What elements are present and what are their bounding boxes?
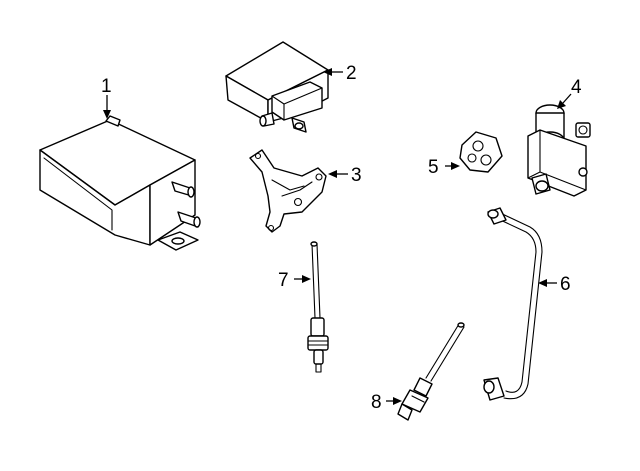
part-8-oxygen-sensor — [397, 322, 465, 421]
part-3-bracket — [249, 149, 327, 233]
part-4-egr-valve — [527, 104, 591, 197]
callout-7: 7 — [278, 270, 289, 291]
part-1-charcoal-canister — [39, 115, 201, 251]
callout-8: 8 — [371, 392, 382, 413]
part-7-oxygen-sensor — [307, 241, 329, 373]
callout-5: 5 — [428, 157, 439, 178]
callout-leaders — [103, 68, 572, 405]
callout-6: 6 — [560, 274, 571, 295]
callout-3: 3 — [351, 165, 362, 186]
callout-numbers: 1 2 3 4 5 6 7 8 — [101, 63, 582, 413]
callout-2: 2 — [346, 63, 357, 84]
part-6-egr-tube — [483, 207, 543, 401]
callout-1: 1 — [101, 76, 112, 97]
part-2-control-module — [225, 41, 329, 133]
part-5-gasket — [459, 131, 503, 173]
callout-4: 4 — [571, 77, 582, 98]
